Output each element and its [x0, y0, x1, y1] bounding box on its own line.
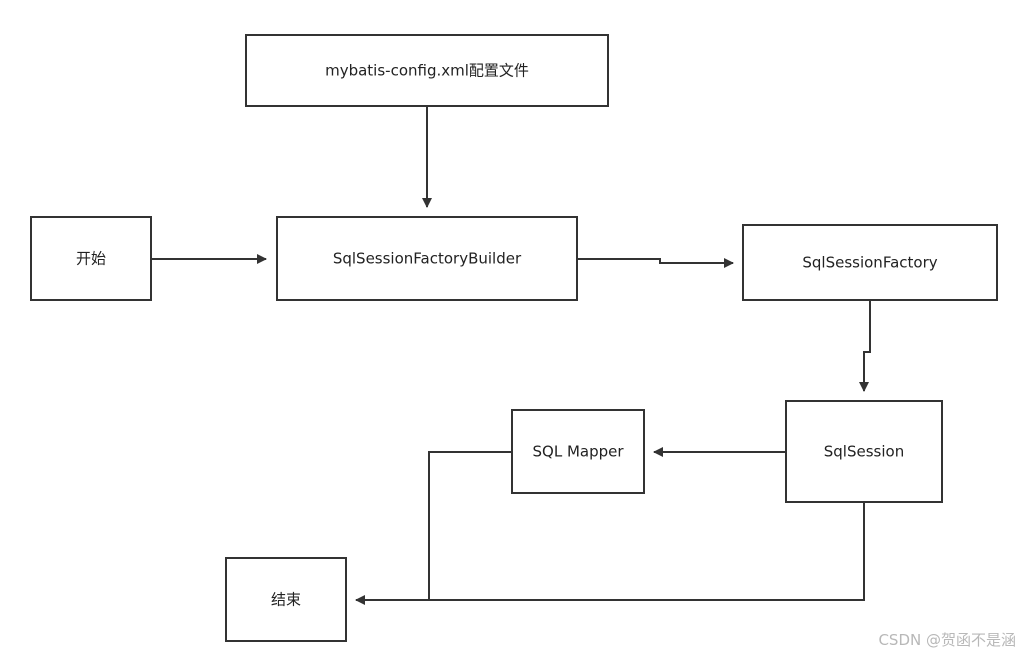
node-builder: SqlSessionFactoryBuilder	[276, 216, 578, 301]
edge-builder-to-factory	[577, 258, 734, 268]
edge-factory-to-session	[859, 300, 871, 392]
node-session: SqlSession	[785, 400, 943, 503]
edge-session-to-end	[429, 502, 865, 601]
watermark: CSDN @贺函不是涵	[878, 631, 1016, 649]
node-session-label: SqlSession	[824, 443, 904, 461]
node-factory: SqlSessionFactory	[742, 224, 998, 301]
node-start: 开始	[30, 216, 152, 301]
node-end: 结束	[225, 557, 347, 642]
node-config: mybatis-config.xml配置文件	[245, 34, 609, 107]
node-end-label: 结束	[271, 591, 301, 609]
node-config-label: mybatis-config.xml配置文件	[325, 62, 529, 80]
edge-mapper-to-end	[355, 451, 512, 605]
node-builder-label: SqlSessionFactoryBuilder	[333, 250, 522, 268]
node-start-label: 开始	[76, 250, 106, 268]
node-mapper: SQL Mapper	[511, 409, 645, 494]
node-mapper-label: SQL Mapper	[532, 443, 624, 461]
node-factory-label: SqlSessionFactory	[802, 254, 937, 272]
